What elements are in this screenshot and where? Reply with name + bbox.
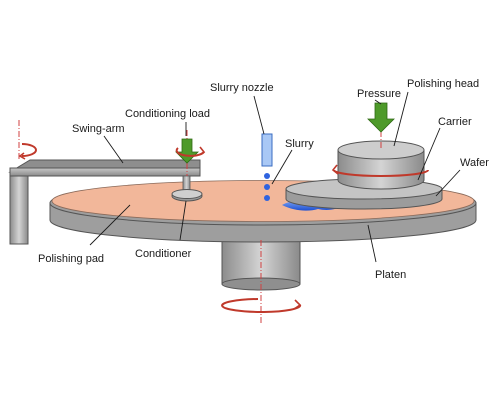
- label-platen: Platen: [375, 269, 406, 281]
- label-polishing-pad: Polishing pad: [38, 253, 104, 265]
- swing-arm-post: [9, 171, 29, 245]
- conditioner: [171, 175, 203, 202]
- label-wafer: Wafer: [460, 157, 489, 169]
- down-arrow-icon: [175, 138, 199, 164]
- label-swing-arm: Swing-arm: [72, 123, 125, 135]
- leader-lines: [89, 91, 461, 263]
- label-conditioning-load: Conditioning load: [125, 108, 210, 120]
- polishing-head: [337, 140, 425, 190]
- slurry-droplets: [264, 173, 270, 201]
- slurry-nozzle: [261, 133, 273, 167]
- swing-arm: [8, 159, 201, 245]
- swing-arm-beam: [9, 167, 201, 177]
- label-slurry: Slurry: [285, 138, 314, 150]
- label-pressure: Pressure: [357, 88, 401, 100]
- label-conditioner: Conditioner: [135, 248, 192, 260]
- label-polishing-head: Polishing head: [407, 78, 479, 90]
- label-slurry-nozzle: Slurry nozzle: [210, 82, 274, 94]
- curved-rotation-arrow-icon: [331, 164, 429, 177]
- curved-rotation-arrow-icon: [18, 143, 37, 160]
- label-carrier: Carrier: [438, 116, 472, 128]
- down-arrow-icon: [367, 102, 395, 133]
- curved-rotation-arrow-icon: [175, 146, 206, 157]
- curved-rotation-arrow-icon: [221, 298, 302, 313]
